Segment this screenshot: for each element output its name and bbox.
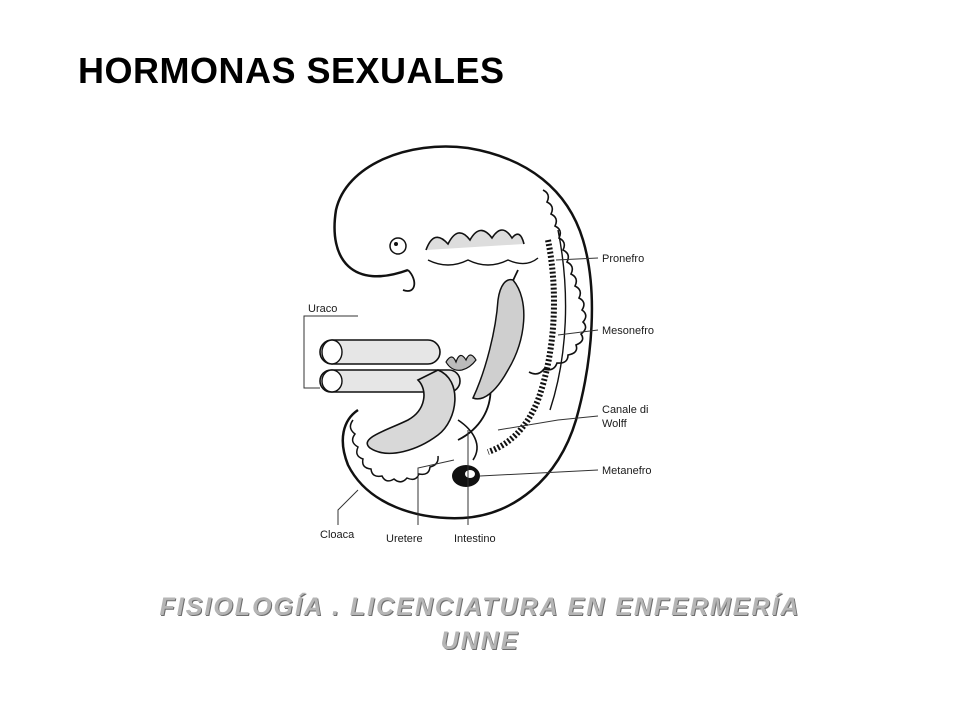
- mesonephros: [471, 278, 525, 400]
- course-footer: FISIOLOGÍA . LICENCIATURA EN ENFERMERÍA …: [0, 590, 960, 658]
- tail-folds: [349, 419, 439, 483]
- footer-course-line: FISIOLOGÍA . LICENCIATURA EN ENFERMERÍA: [159, 593, 801, 621]
- pharyngeal-arches: [425, 229, 525, 251]
- label-cloaca: Cloaca: [320, 529, 355, 541]
- embryo-diagram: Uraco Pronefro Mesonefro Canale di Wolff…: [258, 130, 678, 560]
- label-mesonefro: Mesonefro: [602, 325, 654, 337]
- embryo-illustration: Uraco Pronefro Mesonefro Canale di Wolff…: [303, 145, 654, 545]
- cloaca-region: [366, 369, 456, 455]
- somite-row: [528, 189, 587, 375]
- label-canale-di: Canale di: [602, 404, 648, 416]
- embryo-outline: [333, 145, 594, 520]
- label-pronefro: Pronefro: [602, 253, 644, 265]
- urachus-tube: [319, 339, 441, 365]
- label-wolff: Wolff: [602, 418, 628, 430]
- label-intestino: Intestino: [454, 533, 496, 545]
- label-uraco: Uraco: [308, 303, 337, 315]
- footer-university-line: UNNE: [440, 627, 520, 655]
- gonad-sprout: [445, 354, 477, 371]
- slide-title: HORMONAS SEXUALES: [78, 50, 505, 91]
- eye: [389, 237, 407, 255]
- label-uretere: Uretere: [386, 533, 423, 545]
- label-metanefro: Metanefro: [602, 465, 652, 477]
